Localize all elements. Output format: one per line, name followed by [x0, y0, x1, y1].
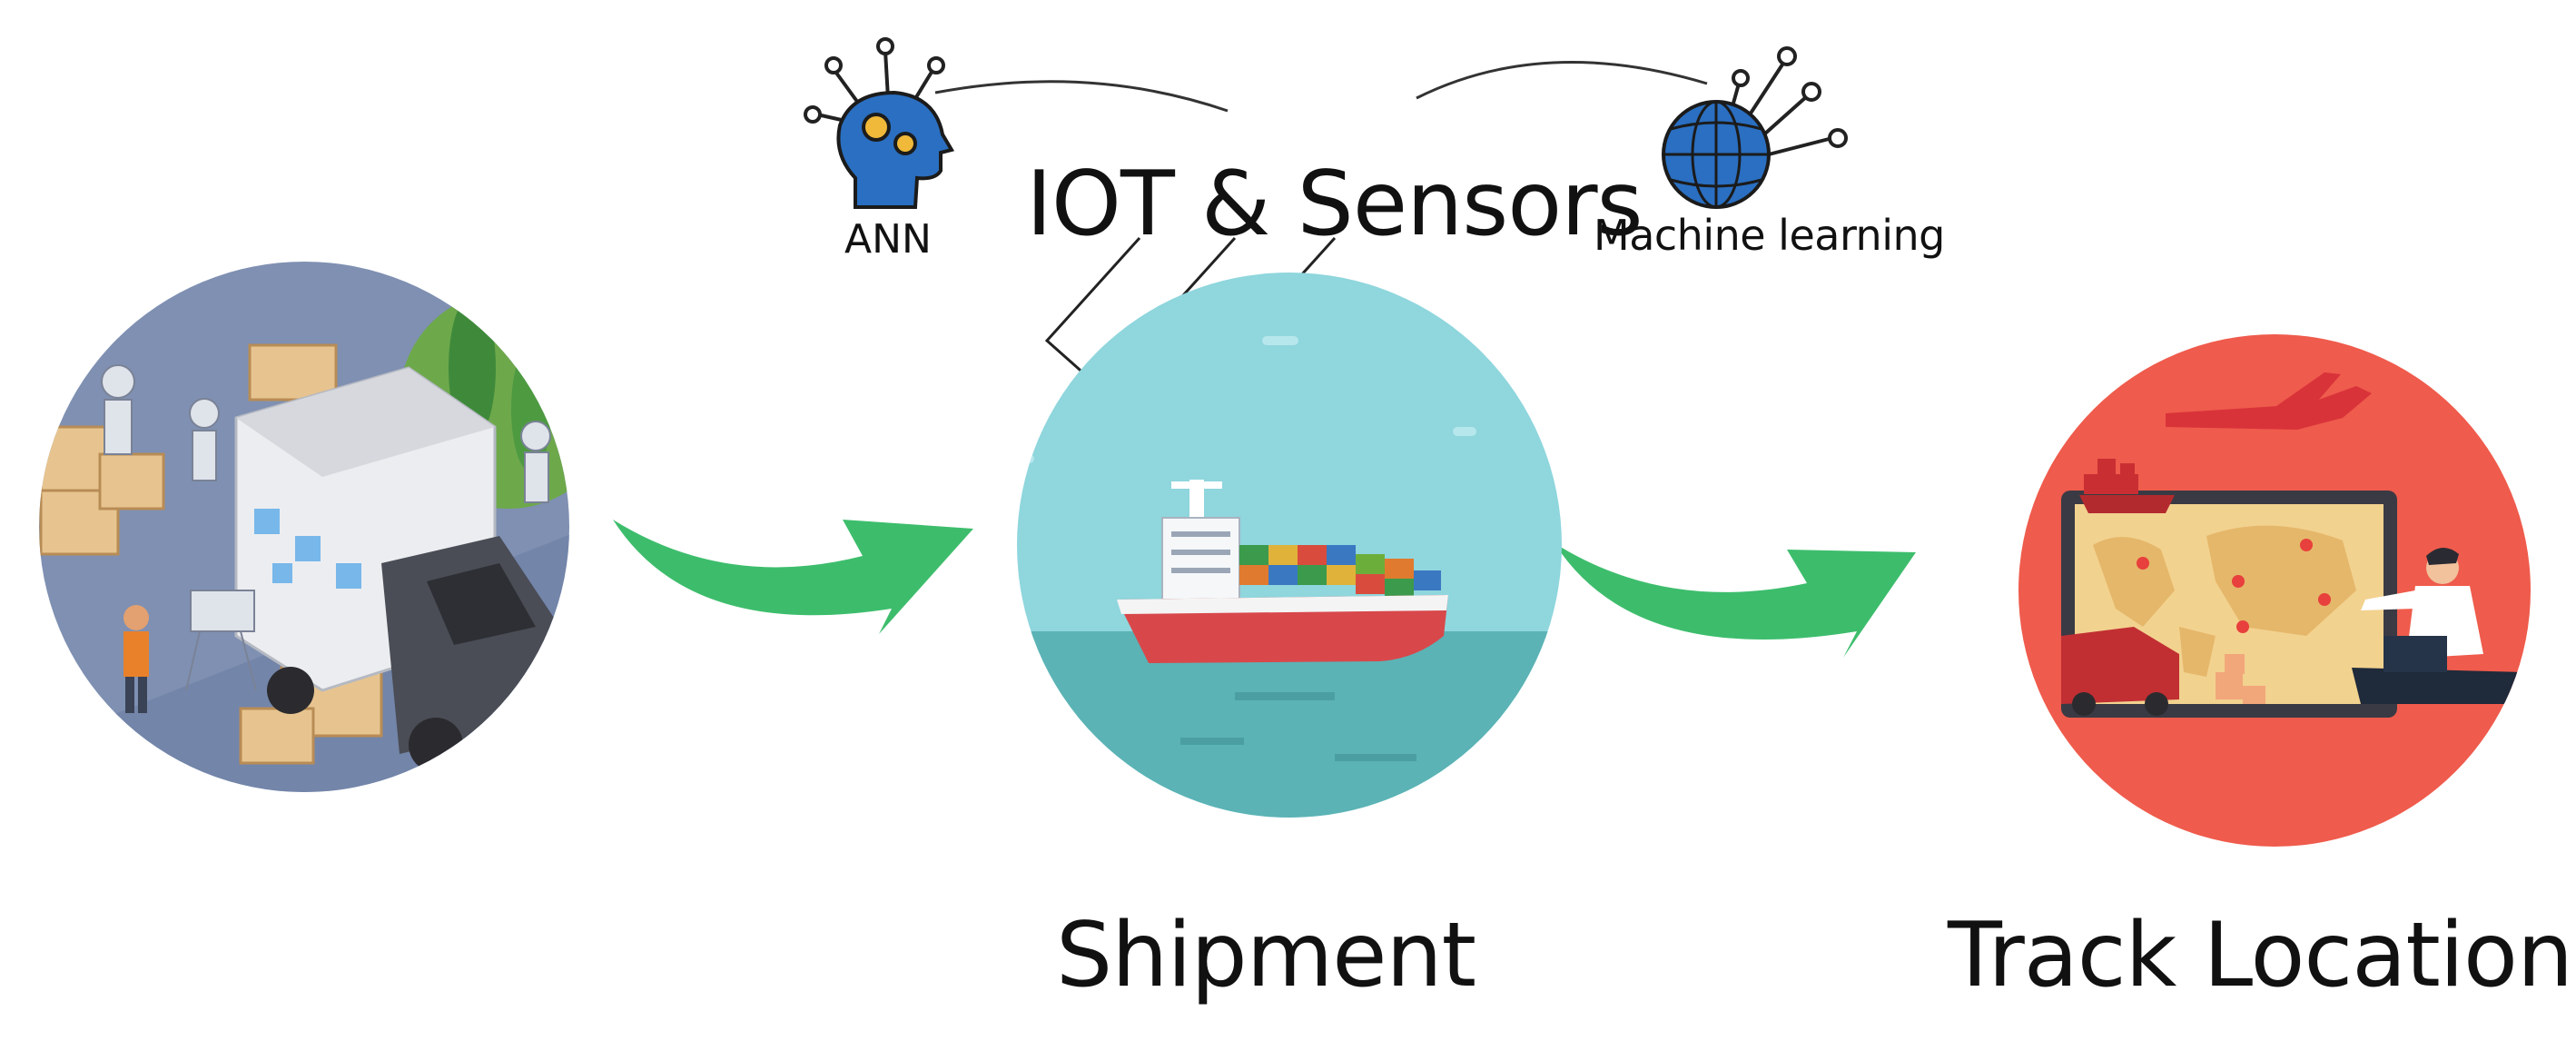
connector-curve-ann [934, 80, 1229, 113]
tracking-illustration [2018, 334, 2531, 847]
warehouse-illustration [39, 262, 569, 792]
ann-label: ANN [844, 216, 932, 263]
brain-gears-icon [804, 37, 955, 209]
track-location-label: Track Location [1948, 904, 2573, 1007]
machine-learning-label: Machine learning [1594, 211, 1945, 260]
iot-sensors-title: IOT & Sensors [1026, 153, 1643, 256]
ship-illustration [1017, 273, 1562, 818]
arrow-ship-to-track [1554, 543, 1916, 658]
arrow-warehouse-to-ship [613, 520, 973, 634]
globe-network-icon [1662, 46, 1848, 209]
connector-curve-ml [1416, 61, 1708, 100]
shipment-label: Shipment [1056, 904, 1476, 1007]
